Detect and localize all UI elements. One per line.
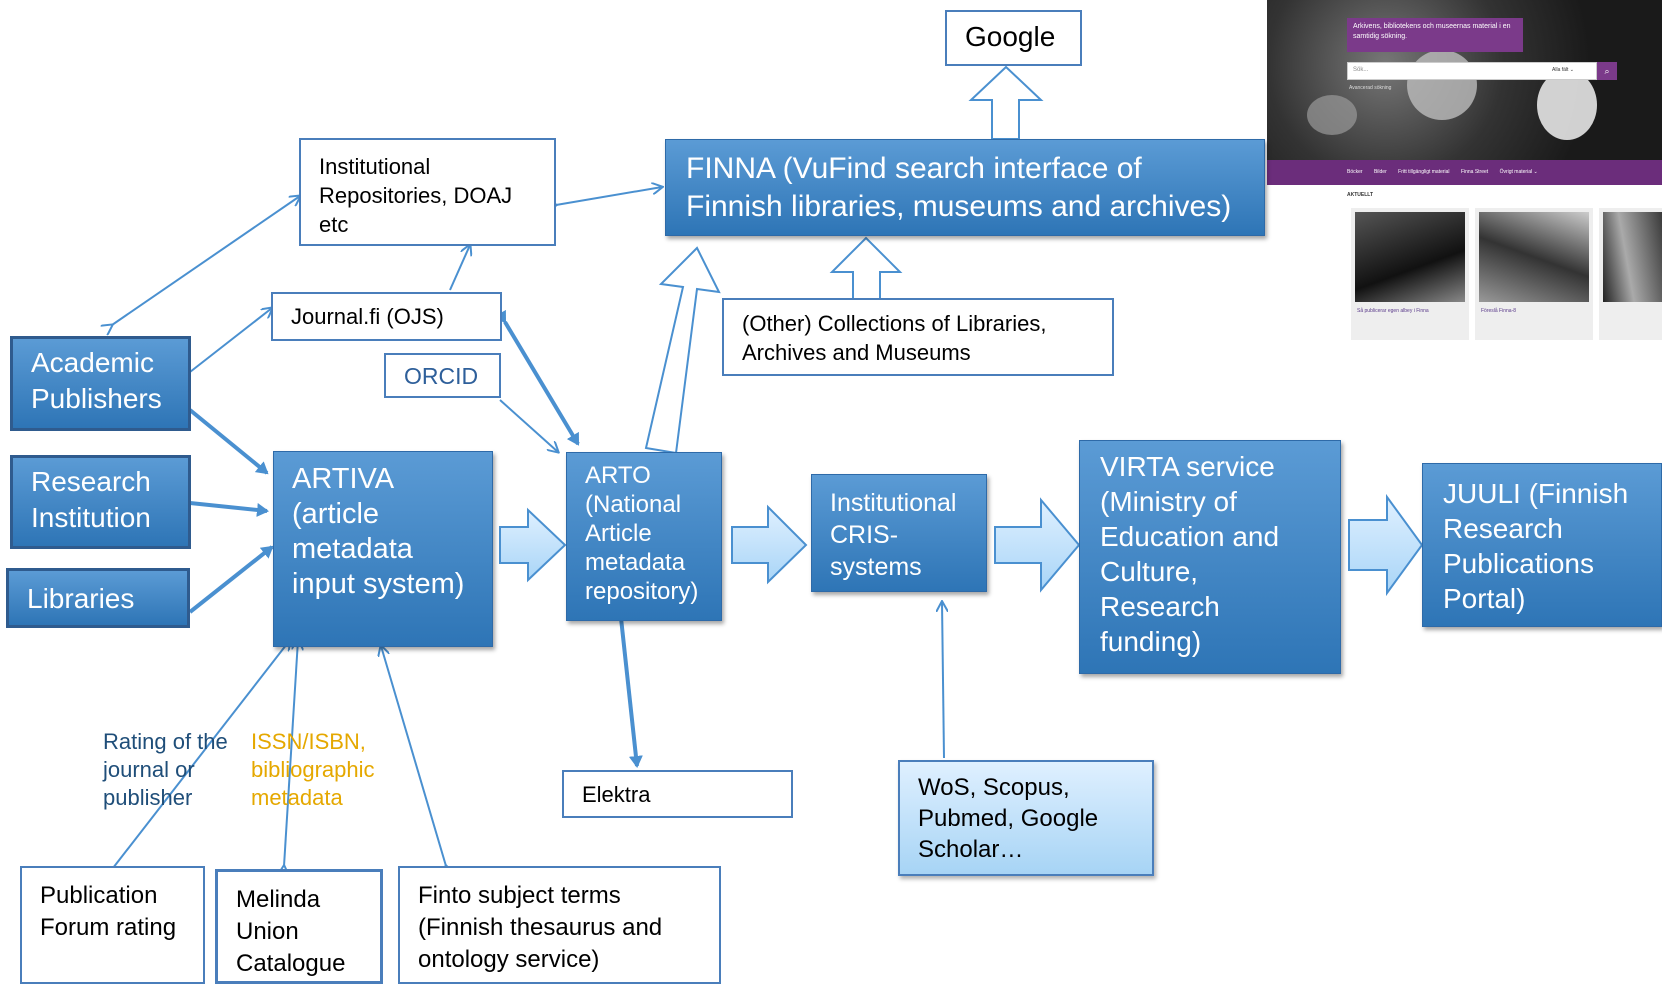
arrow-journalfi-to-repos	[449, 245, 470, 291]
virta-node: VIRTA service (Ministry of Education and…	[1079, 440, 1341, 674]
finna-nav-item[interactable]: Fritt tillgängligt material	[1398, 169, 1450, 175]
institutional-repositories-node: Institutional Repositories, DOAJ etc	[299, 138, 556, 246]
issn-isbn-note: ISSN/ISBN, bibliographic metadata	[251, 729, 375, 810]
arrow-research-to-artiva	[189, 501, 269, 517]
photo-shape	[1407, 50, 1477, 120]
finna-screenshot: Arkivens, bibliotekens och museernas mat…	[1267, 0, 1662, 346]
finna-news-image	[1479, 212, 1589, 302]
melinda-node: Melinda Union Catalogue	[215, 869, 383, 984]
arrow-arto-elektra	[612, 607, 643, 768]
finna-nav-bar: Böcker Bilder Fritt tillgängligt materia…	[1267, 160, 1662, 185]
publication-forum-node: Publication Forum rating	[20, 866, 205, 984]
finna-nav-item[interactable]: Finna Street	[1460, 169, 1489, 175]
block-arrow-arto-to-cris	[731, 504, 808, 585]
block-arrow-arto-to-finna	[644, 246, 721, 455]
orcid-node: ORCID	[384, 353, 501, 398]
elektra-node: Elektra	[562, 770, 793, 818]
finna-news-image	[1355, 212, 1465, 302]
finna-advanced-search-link[interactable]: Avancerad sökning	[1349, 85, 1392, 91]
finna-search-select[interactable]: Alla fält ⌄	[1552, 67, 1574, 73]
finna-node: FINNA (VuFind search interface of Finnis…	[665, 139, 1265, 236]
arrow-pubforum-to-artiva	[112, 640, 290, 869]
institutional-cris-node: Institutional CRIS-systems	[811, 474, 987, 592]
finna-news-card[interactable]: Föreslå Finna-8	[1475, 208, 1593, 340]
juuli-node: JUULI (Finnish Research Publications Por…	[1422, 463, 1662, 627]
photo-shape	[1307, 95, 1357, 135]
arrow-melinda-artiva	[284, 640, 298, 866]
arrow-journalfi-arto	[493, 309, 580, 446]
artiva-node: ARTIVA (article metadata input system)	[273, 451, 493, 647]
finna-nav-item[interactable]: Övrigt material ⌄	[1499, 169, 1538, 175]
block-arrow-virta-to-juuli	[1348, 493, 1424, 597]
finna-nav-item[interactable]: Bilder	[1373, 169, 1387, 175]
finna-news-card[interactable]	[1599, 208, 1662, 340]
journal-fi-node: Journal.fi (OJS)	[271, 292, 502, 341]
block-arrow-cris-to-virta	[994, 497, 1081, 593]
finna-news-card[interactable]: Så publicerar egen albey i Finna	[1351, 208, 1469, 340]
google-node: Google	[945, 10, 1082, 66]
arrow-finto-artiva	[381, 646, 446, 866]
finna-tagline: Arkivens, bibliotekens och museernas mat…	[1347, 18, 1523, 52]
finto-node: Finto subject terms (Finnish thesaurus a…	[398, 866, 721, 984]
arrow-wos-to-cris	[942, 602, 944, 759]
arrow-academic-to-artiva	[188, 408, 269, 475]
search-icon[interactable]: ⌕	[1597, 62, 1617, 80]
arrow-academic-to-journalfi	[189, 308, 272, 373]
finna-search-input[interactable]: Sök... Alla fält ⌄	[1347, 62, 1597, 80]
academic-publishers-node: Academic Publishers	[10, 336, 191, 431]
arrow-libraries-to-artiva	[188, 545, 274, 614]
finna-news-caption[interactable]: Så publicerar egen albey i Finna	[1357, 308, 1429, 314]
other-collections-node: (Other) Collections of Libraries, Archiv…	[722, 298, 1114, 376]
rating-note: Rating of the journal or publisher	[103, 729, 228, 810]
finna-news-caption[interactable]: Föreslå Finna-8	[1481, 308, 1517, 314]
photo-shape	[1537, 70, 1597, 140]
arto-node: ARTO (National Article metadata reposito…	[566, 452, 722, 621]
wos-scopus-node: WoS, Scopus, Pubmed, Google Scholar…	[898, 760, 1154, 876]
block-arrow-artiva-to-arto	[499, 507, 567, 583]
libraries-node: Libraries	[6, 568, 190, 628]
arrow-repos-to-finna	[556, 187, 662, 205]
arrow-academic-to-repos	[112, 196, 300, 325]
finna-nav-item[interactable]: Böcker	[1347, 169, 1363, 175]
arrow-orcid-to-arto	[499, 399, 558, 452]
finna-section-title: AKTUELLT	[1347, 192, 1374, 198]
finna-search-placeholder: Sök...	[1353, 67, 1369, 73]
block-arrow-finna-to-google	[968, 65, 1044, 140]
finna-news-image	[1603, 212, 1662, 302]
research-institution-node: Research Institution	[10, 455, 191, 549]
